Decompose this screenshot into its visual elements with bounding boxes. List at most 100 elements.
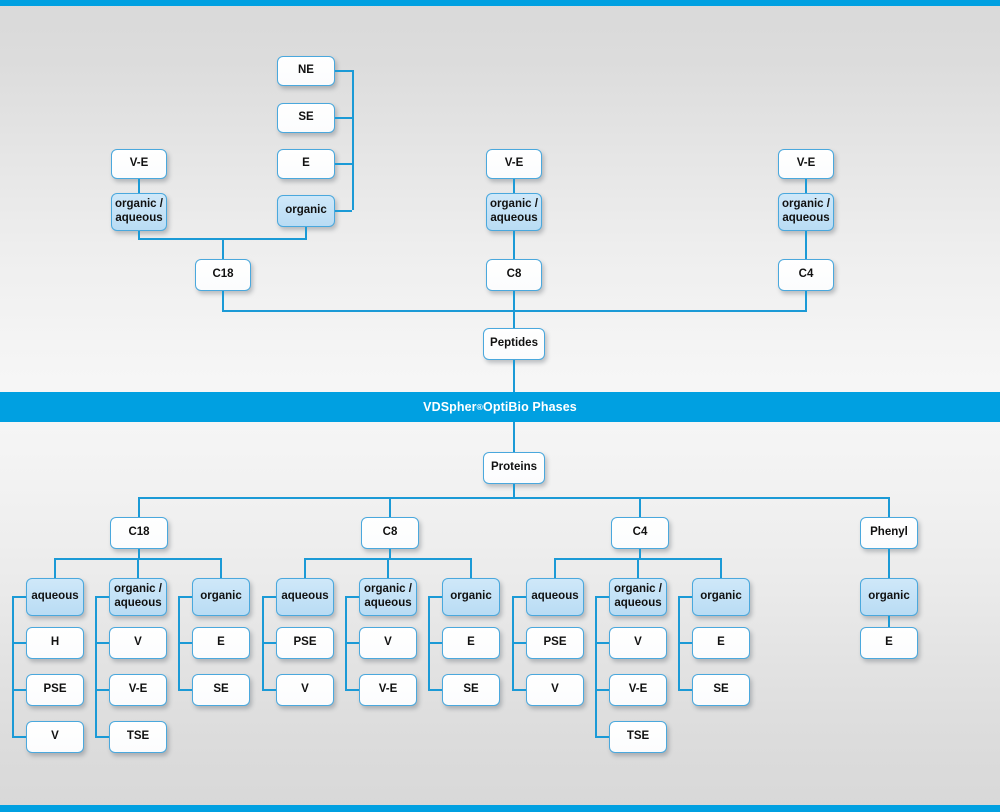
- proteins-c8-col0-item-0[interactable]: PSE: [276, 627, 334, 659]
- connector-vertical: [305, 227, 307, 238]
- proteins-c4-col0-item-0[interactable]: PSE: [526, 627, 584, 659]
- proteins-group-phenyl[interactable]: Phenyl: [860, 517, 918, 549]
- connector-stub: [428, 642, 442, 644]
- connector-stub: [428, 596, 442, 598]
- proteins-c8-header-2[interactable]: organic: [442, 578, 500, 616]
- proteins-c8-header-0[interactable]: aqueous: [276, 578, 334, 616]
- proteins-c4-header-1[interactable]: organic / aqueous: [609, 578, 667, 616]
- connector-stub: [512, 689, 526, 691]
- proteins-c18-col0-item-1[interactable]: PSE: [26, 674, 84, 706]
- connector-vertical: [138, 549, 140, 558]
- proteins-c4-col1-item-1[interactable]: V-E: [609, 674, 667, 706]
- proteins-c18-header-0[interactable]: aqueous: [26, 578, 84, 616]
- connector-vertical: [888, 497, 890, 517]
- proteins-phenyl-item-0[interactable]: E: [860, 627, 918, 659]
- proteins-c4-header-2[interactable]: organic: [692, 578, 750, 616]
- proteins-c4-header-0[interactable]: aqueous: [526, 578, 584, 616]
- connector-stub: [345, 642, 359, 644]
- connector-vertical: [554, 558, 556, 578]
- connector-vertical: [637, 558, 639, 578]
- connector-vertical: [138, 497, 140, 517]
- peptides-c4-ve-node[interactable]: V-E: [778, 149, 834, 179]
- connector-stub: [335, 210, 352, 212]
- proteins-c18-col2-item-1[interactable]: SE: [192, 674, 250, 706]
- peptides-c18-organic-node[interactable]: organic: [277, 195, 335, 227]
- peptides-chain-c8[interactable]: C8: [486, 259, 542, 291]
- connector-vertical: [513, 422, 515, 452]
- connector-vertical: [888, 549, 890, 578]
- peptides-c18-organic-aqueous-node[interactable]: organic / aqueous: [111, 193, 167, 231]
- peptides-root-node[interactable]: Peptides: [483, 328, 545, 360]
- connector-column-bus: [12, 596, 14, 738]
- proteins-c18-header-2[interactable]: organic: [192, 578, 250, 616]
- peptides-c18-organic-item-ne[interactable]: NE: [277, 56, 335, 86]
- connector-column-bus: [595, 596, 597, 738]
- connector-stub: [595, 736, 609, 738]
- proteins-c4-col1-item-2[interactable]: TSE: [609, 721, 667, 753]
- connector-vertical: [137, 558, 139, 578]
- peptides-c18-organic-item-se[interactable]: SE: [277, 103, 335, 133]
- connector-stub: [178, 642, 192, 644]
- banner-brand: VDSpher: [423, 400, 477, 414]
- connector-stub: [262, 642, 276, 644]
- proteins-group-c4[interactable]: C4: [611, 517, 669, 549]
- connector-vertical: [513, 360, 515, 392]
- proteins-c18-col1-item-0[interactable]: V: [109, 627, 167, 659]
- proteins-c18-col1-item-2[interactable]: TSE: [109, 721, 167, 753]
- banner-suffix: OptiBio Phases: [483, 400, 577, 414]
- connector-stub: [595, 642, 609, 644]
- proteins-phenyl-header-0[interactable]: organic: [860, 578, 918, 616]
- peptides-c8-organic-aqueous-node[interactable]: organic / aqueous: [486, 193, 542, 231]
- peptides-c4-organic-aqueous-node[interactable]: organic / aqueous: [778, 193, 834, 231]
- proteins-c4-col0-item-1[interactable]: V: [526, 674, 584, 706]
- proteins-c8-col1-item-1[interactable]: V-E: [359, 674, 417, 706]
- connector-stub: [595, 596, 609, 598]
- proteins-c8-col0-item-1[interactable]: V: [276, 674, 334, 706]
- peptides-c18-organic-item-e[interactable]: E: [277, 149, 335, 179]
- connector-vertical: [389, 549, 391, 558]
- proteins-c18-col2-item-0[interactable]: E: [192, 627, 250, 659]
- connector-column-bus: [95, 596, 97, 738]
- connector-bus: [352, 70, 354, 210]
- connector-vertical: [470, 558, 472, 578]
- proteins-root-node[interactable]: Proteins: [483, 452, 545, 484]
- peptides-chain-c18[interactable]: C18: [195, 259, 251, 291]
- connector-vertical: [513, 291, 515, 310]
- proteins-c4-col2-item-1[interactable]: SE: [692, 674, 750, 706]
- proteins-c8-header-1[interactable]: organic / aqueous: [359, 578, 417, 616]
- proteins-group-c8[interactable]: C8: [361, 517, 419, 549]
- connector-stub: [678, 642, 692, 644]
- connector-stub: [12, 596, 26, 598]
- connector-vertical: [513, 179, 515, 193]
- connector-stub: [335, 117, 352, 119]
- proteins-group-c18[interactable]: C18: [110, 517, 168, 549]
- proteins-c18-col0-item-2[interactable]: V: [26, 721, 84, 753]
- connector-vertical: [805, 291, 807, 310]
- connector-stub: [512, 642, 526, 644]
- connector-vertical: [805, 179, 807, 193]
- connector-stub: [95, 689, 109, 691]
- connector-vertical: [720, 558, 722, 578]
- connector-stub: [512, 596, 526, 598]
- connector-stub: [335, 70, 352, 72]
- proteins-c18-col0-item-0[interactable]: H: [26, 627, 84, 659]
- connector-stub: [262, 689, 276, 691]
- connector-vertical: [138, 179, 140, 193]
- connector-stub: [345, 596, 359, 598]
- connector-vertical: [513, 310, 515, 328]
- proteins-c4-col1-item-0[interactable]: V: [609, 627, 667, 659]
- proteins-c8-col2-item-0[interactable]: E: [442, 627, 500, 659]
- peptides-c18-ve-node[interactable]: V-E: [111, 149, 167, 179]
- connector-vertical: [222, 291, 224, 310]
- proteins-c8-col2-item-1[interactable]: SE: [442, 674, 500, 706]
- connector-stub: [12, 736, 26, 738]
- proteins-c8-col1-item-0[interactable]: V: [359, 627, 417, 659]
- proteins-c4-col2-item-0[interactable]: E: [692, 627, 750, 659]
- peptides-chain-c4[interactable]: C4: [778, 259, 834, 291]
- proteins-c18-header-1[interactable]: organic / aqueous: [109, 578, 167, 616]
- proteins-c18-col1-item-1[interactable]: V-E: [109, 674, 167, 706]
- peptides-c8-ve-node[interactable]: V-E: [486, 149, 542, 179]
- connector-vertical: [639, 549, 641, 558]
- connector-vertical: [54, 558, 56, 578]
- connector-vertical: [304, 558, 306, 578]
